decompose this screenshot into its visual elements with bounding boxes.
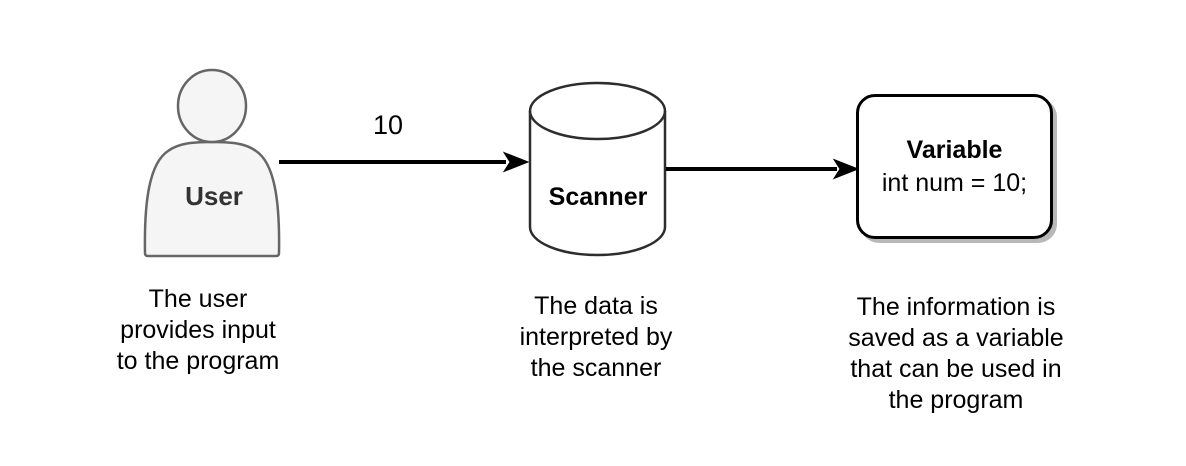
scanner-cylinder-shape <box>528 81 667 257</box>
user-caption: The user provides input to the program <box>116 285 280 375</box>
arrow-scanner-to-variable <box>666 158 860 180</box>
cylinder-body-shape <box>528 81 667 257</box>
user-head-shape <box>176 68 248 144</box>
arrowhead-icon <box>502 151 530 173</box>
arrowhead-icon <box>832 158 860 180</box>
user-body-shape <box>143 140 281 258</box>
arrow-user-to-scanner <box>279 151 530 173</box>
cylinder-lip-shape <box>528 110 667 141</box>
user-node-label: User <box>185 181 243 211</box>
variable-caption: The information is saved as a variable t… <box>848 293 1064 414</box>
user-icon <box>143 68 281 258</box>
edge-label-input-value: 10 <box>372 110 404 140</box>
variable-node-box: Variable int num = 10; <box>856 94 1053 239</box>
variable-node-code: int num = 10; <box>881 168 1028 197</box>
scanner-node-label: Scanner <box>548 183 648 211</box>
variable-node-title: Variable <box>906 135 1003 164</box>
scanner-caption: The data is interpreted by the scanner <box>519 292 673 382</box>
